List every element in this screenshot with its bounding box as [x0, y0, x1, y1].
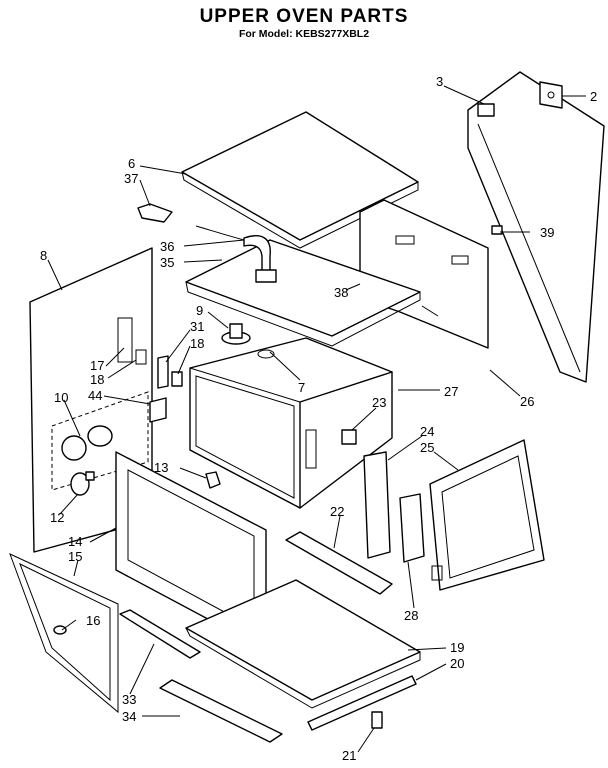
callout-18-lower: 18 — [90, 372, 104, 387]
callout-39: 39 — [540, 225, 554, 240]
part-bracket-24 — [363, 451, 391, 559]
callout-17: 17 — [90, 358, 104, 373]
callout-labels: 2 3 6 37 39 8 36 35 38 9 31 18 17 18 7 2… — [40, 74, 597, 763]
callout-20: 20 — [450, 656, 464, 671]
part-bracket-2 — [539, 81, 563, 109]
callout-28: 28 — [404, 608, 418, 623]
diagram-title: UPPER OVEN PARTS — [199, 6, 409, 27]
part-rail-22 — [285, 531, 393, 595]
callout-3: 3 — [436, 74, 443, 89]
callout-33: 33 — [122, 692, 136, 707]
part-side-panel-right — [359, 199, 489, 349]
part-strip-20 — [307, 675, 417, 731]
part-bracket-21 — [371, 711, 383, 729]
part-trim-33 — [119, 609, 201, 659]
part-clip-3 — [477, 103, 495, 117]
part-rear-panel — [467, 71, 605, 383]
callout-19: 19 — [450, 640, 464, 655]
callout-16: 16 — [86, 613, 100, 628]
part-hinge-28 — [399, 493, 425, 563]
callout-8: 8 — [40, 248, 47, 263]
callout-23: 23 — [372, 395, 386, 410]
part-bottom-panel — [185, 579, 421, 709]
callout-37: 37 — [124, 171, 138, 186]
part-clip-13 — [205, 471, 221, 489]
callout-31: 31 — [190, 319, 204, 334]
model-subtitle: For Model: KEBS277XBL2 — [238, 28, 370, 40]
callout-26: 26 — [520, 394, 534, 409]
callout-34: 34 — [122, 709, 136, 724]
callout-38: 38 — [334, 285, 348, 300]
part-block-23 — [341, 429, 357, 445]
callout-15: 15 — [68, 549, 82, 564]
part-top-duct — [185, 239, 421, 347]
part-door-panel — [429, 439, 545, 591]
callout-24: 24 — [420, 424, 434, 439]
callout-14: 14 — [68, 534, 82, 549]
part-light-bulb — [70, 471, 95, 496]
callout-36: 36 — [160, 239, 174, 254]
callout-25: 25 — [420, 440, 434, 455]
part-switch-assembly — [51, 355, 183, 491]
callout-35: 35 — [160, 255, 174, 270]
part-clip-37 — [137, 203, 173, 223]
part-clip-39 — [491, 225, 503, 235]
callout-6: 6 — [128, 156, 135, 171]
callout-10: 10 — [54, 390, 68, 405]
callout-7: 7 — [298, 380, 305, 395]
leader-lines — [47, 85, 586, 753]
callout-18-upper: 18 — [190, 336, 204, 351]
part-element-9 — [221, 323, 251, 345]
part-trim-34 — [159, 679, 283, 743]
callout-21: 21 — [342, 748, 356, 763]
callout-12: 12 — [50, 510, 64, 525]
part-vent-tube — [195, 225, 277, 283]
callout-9: 9 — [196, 303, 203, 318]
callout-27: 27 — [444, 384, 458, 399]
callout-44: 44 — [88, 388, 102, 403]
part-oven-liner — [189, 337, 393, 509]
part-clip-16 — [53, 625, 67, 635]
callout-22: 22 — [330, 504, 344, 519]
part-top-panel — [181, 111, 419, 249]
part-door-gasket — [9, 553, 119, 714]
callout-2: 2 — [590, 89, 597, 104]
callout-13: 13 — [154, 460, 168, 475]
